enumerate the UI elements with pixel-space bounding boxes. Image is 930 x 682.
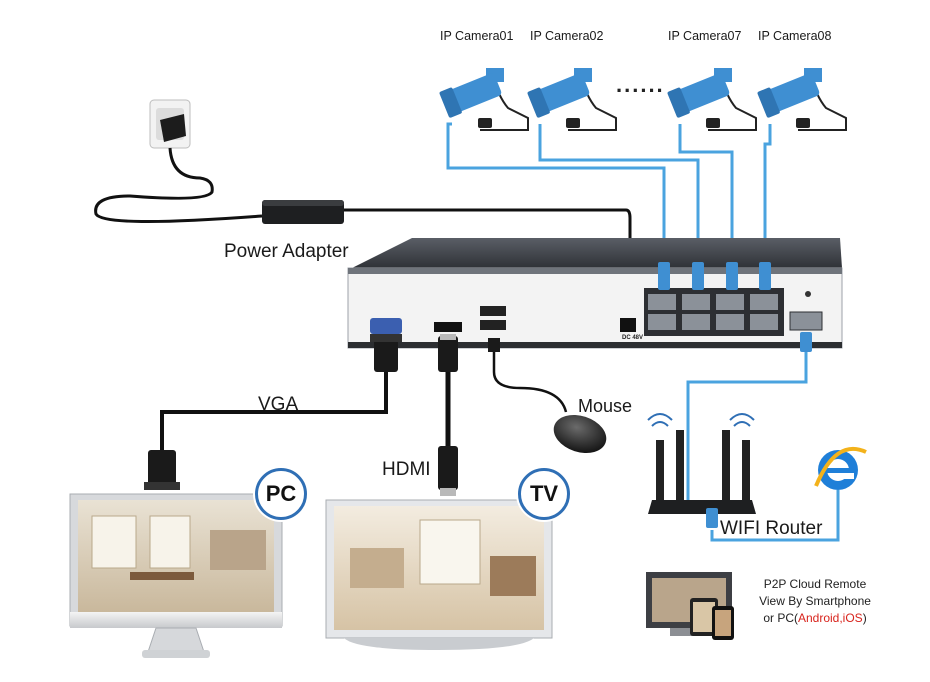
vga-connector-bottom [144,450,180,490]
power-adapter-label: Power Adapter [224,241,349,262]
p2p-devices [646,572,734,640]
wifi-router-label: WIFI Router [720,518,823,539]
vga-label: VGA [258,394,299,415]
p2p-line-3: or PC(Android,iOS) [763,611,867,625]
p2p-line-2: View By Smartphone [759,594,871,608]
camera-02-label: IP Camera02 [530,29,604,43]
ip-camera-02 [527,68,617,131]
ip-camera-08 [757,68,847,131]
camera-08-label: IP Camera08 [758,29,832,43]
nvr-recorder [347,238,843,349]
ip-camera-07 [667,68,757,131]
hdmi-label: HDMI [382,459,431,480]
pc-monitor [69,493,283,658]
p2p-os-list: Android,iOS [797,611,863,625]
ip-camera-01 [439,68,529,131]
tv-screen [325,499,553,650]
tv-badge: TV [518,468,570,520]
nvr-dc-label: DC 48V [622,335,644,341]
camera-cables [446,122,840,542]
hdmi-connector-bottom [438,446,458,496]
pc-badge: PC [255,468,307,520]
camera-07-label: IP Camera07 [668,29,742,43]
poe-plugs [658,262,812,352]
vga-connector-top [370,334,402,372]
power-adapter [262,200,344,224]
mouse-label: Mouse [578,396,633,416]
wifi-router [647,413,756,528]
hdmi-connector-top [438,334,458,372]
p2p-remote-text: P2P Cloud Remote View By Smartphone or P… [740,576,890,627]
mouse-cable [492,346,568,413]
wall-socket [149,99,191,149]
p2p-line-1: P2P Cloud Remote [763,577,867,591]
vga-cable [160,370,388,452]
camera-01-label: IP Camera01 [440,29,514,43]
internet-browser-icon [814,446,867,490]
camera-ellipsis: ...... [616,72,665,97]
mouse-device [553,414,607,454]
power-cable [94,147,632,290]
